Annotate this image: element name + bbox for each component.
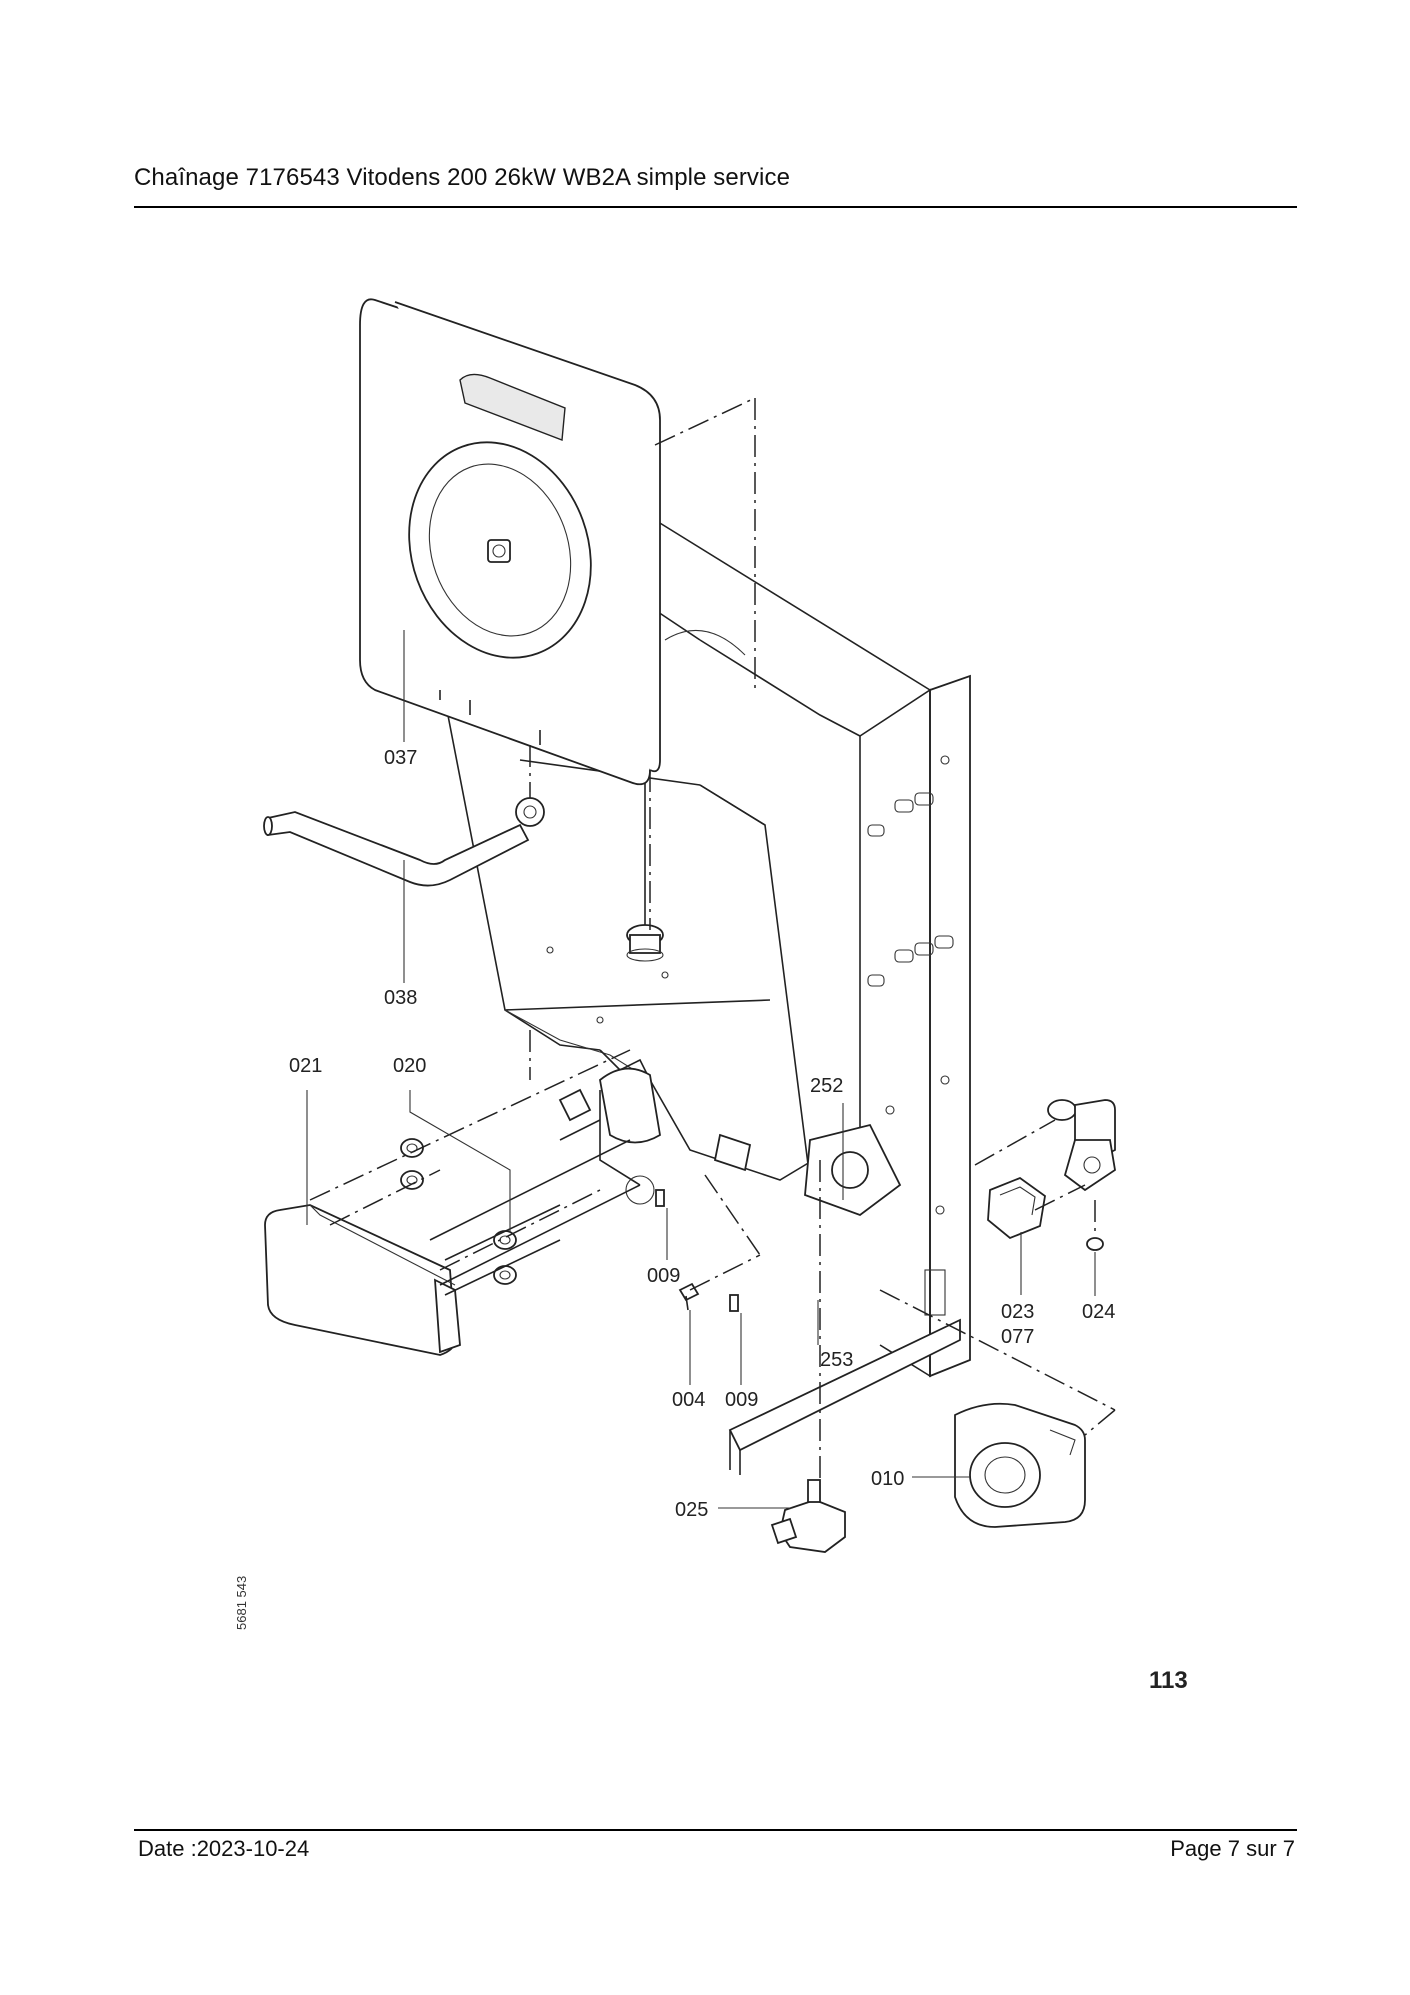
fitting-top-right bbox=[1047, 1099, 1116, 1192]
nut-024 bbox=[1086, 1237, 1104, 1251]
footer-date: Date :2023-10-24 bbox=[138, 1836, 310, 1861]
pump-010 bbox=[954, 1402, 1086, 1528]
label-020: 020 bbox=[393, 1055, 426, 1077]
label-009-b: 009 bbox=[725, 1389, 758, 1411]
document-title: Chaînage 7176543 Vitodens 200 26kW WB2A … bbox=[134, 164, 791, 191]
label-009-a: 009 bbox=[647, 1265, 680, 1287]
label-004: 004 bbox=[672, 1389, 705, 1411]
label-253: 253 bbox=[820, 1349, 853, 1371]
label-023: 023 bbox=[1001, 1301, 1034, 1323]
label-252: 252 bbox=[810, 1075, 843, 1097]
leader-lines bbox=[306, 630, 1096, 1509]
label-021: 021 bbox=[289, 1055, 322, 1077]
clips-009 bbox=[655, 1189, 739, 1312]
assembly-lines bbox=[309, 397, 1116, 1480]
label-077: 077 bbox=[1001, 1326, 1034, 1348]
label-025: 025 bbox=[675, 1499, 708, 1521]
panel-slots bbox=[867, 755, 954, 1316]
boiler-frame bbox=[444, 519, 971, 1475]
footer-page-number: Page 7 sur 7 bbox=[1170, 1836, 1295, 1861]
header-divider bbox=[134, 206, 1297, 208]
seals-020 bbox=[400, 1138, 561, 1296]
valve-023 bbox=[987, 1176, 1046, 1240]
pipe-038 bbox=[263, 745, 545, 887]
label-037: 037 bbox=[384, 747, 417, 769]
heat-exchanger-021 bbox=[264, 1090, 641, 1356]
footer-divider bbox=[134, 1829, 1297, 1831]
sensor-025 bbox=[770, 1479, 846, 1553]
label-024: 024 bbox=[1082, 1301, 1115, 1323]
figure-number: 113 bbox=[1149, 1667, 1188, 1694]
drawing-number: 5681 543 bbox=[234, 1576, 249, 1630]
label-038: 038 bbox=[384, 987, 417, 1009]
burner-door-037 bbox=[359, 298, 661, 786]
label-010: 010 bbox=[871, 1468, 904, 1490]
